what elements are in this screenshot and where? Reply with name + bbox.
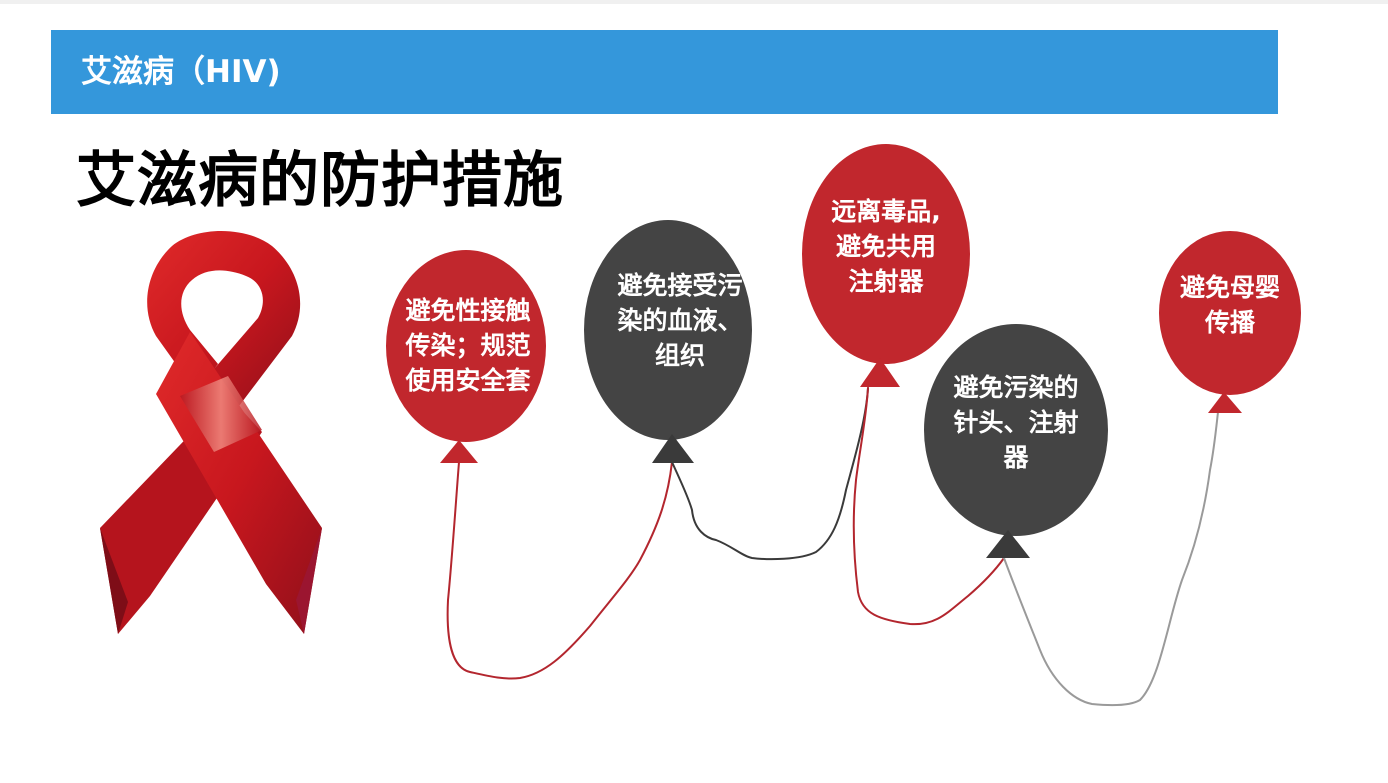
balloon-2 [584,220,752,463]
balloon-string-4 [1003,411,1219,707]
balloon-4-line-2: 针头、注射 [953,408,1079,437]
balloon-2-text: 避免接受污 染的血液、 组织 [600,268,760,373]
balloon-5-line-1: 避免母婴 [1179,273,1280,302]
balloon-4-line-3: 器 [1003,443,1029,472]
balloon-5 [1159,231,1301,413]
balloon-5-text: 避免母婴 传播 [1166,270,1294,340]
page-title: 艾滋病的防护措施 [76,146,564,216]
balloon-1-line-1: 避免性接触 [405,296,531,325]
balloon-3-line-3: 注射器 [848,267,924,296]
balloon-2-line-1: 避免接受污 [617,271,743,300]
balloon-string-1 [446,461,673,680]
section-header-title: 艾滋病（HIV) [81,54,281,90]
balloon-string-2 [671,387,869,561]
balloon-1-line-3: 使用安全套 [405,366,531,395]
balloon-2-line-3: 组织 [654,341,705,370]
balloon-3-line-1: 远离毒品, [831,197,941,226]
balloon-string-3 [852,387,1005,626]
balloon-4-line-1: 避免污染的 [953,373,1079,402]
balloon-2-line-2: 染的血液、 [617,306,743,335]
balloon-3-text: 远离毒品, 避免共用 注射器 [814,194,958,299]
balloon-4-text: 避免污染的 针头、注射 器 [938,370,1094,475]
balloon-4 [924,324,1108,558]
balloon-1-text: 避免性接触 传染；规范 使用安全套 [396,293,540,398]
balloon-1 [386,250,546,463]
top-divider [0,0,1388,4]
red-ribbon-icon [100,231,322,634]
balloon-3-line-2: 避免共用 [835,232,936,261]
section-header: 艾滋病（HIV) [51,30,1278,114]
balloon-3 [802,144,970,387]
balloon-1-line-2: 传染；规范 [405,331,531,360]
balloon-5-line-2: 传播 [1204,308,1255,337]
